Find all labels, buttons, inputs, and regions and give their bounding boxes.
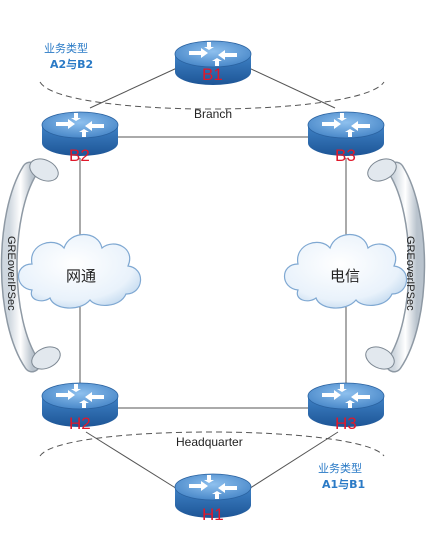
tunnel-right bbox=[365, 158, 426, 373]
router-label-h2: H2 bbox=[69, 414, 91, 433]
link-b1-b3 bbox=[235, 61, 336, 109]
router-h3: H3 bbox=[307, 382, 385, 433]
headquarter-site-boundary bbox=[39, 431, 385, 457]
cloud-label-left: 网通 bbox=[66, 267, 96, 285]
service-note-bottom-line2: A1与B1 bbox=[322, 478, 365, 491]
router-h2: H2 bbox=[41, 382, 119, 433]
tunnel-label-left: GREoverIPSec bbox=[5, 236, 17, 311]
service-note-top-line1: 业务类型 bbox=[44, 41, 88, 55]
router-label-h3: H3 bbox=[335, 414, 357, 433]
site-label-headquarter: Headquarter bbox=[176, 435, 243, 449]
cloud-icon bbox=[283, 234, 408, 309]
router-h1: H1 bbox=[174, 473, 252, 524]
router-b1: B1 bbox=[174, 40, 252, 86]
router-b2: B2 bbox=[41, 111, 119, 165]
router-label-b3: B3 bbox=[335, 146, 356, 165]
service-note-top-line2: A2与B2 bbox=[50, 58, 93, 71]
site-label-branch: Branch bbox=[194, 107, 232, 121]
tunnel-left bbox=[0, 158, 61, 373]
router-label-b1: B1 bbox=[202, 65, 223, 84]
router-b3: B3 bbox=[307, 111, 385, 165]
link-h2-h1 bbox=[85, 431, 183, 493]
router-label-h1: H1 bbox=[202, 505, 224, 524]
link-h3-h1 bbox=[243, 431, 339, 493]
cloud-icon bbox=[17, 234, 142, 309]
link-b1-b2 bbox=[89, 61, 191, 109]
branch-site-boundary bbox=[39, 81, 385, 110]
service-note-bottom-line1: 业务类型 bbox=[318, 461, 362, 475]
router-label-b2: B2 bbox=[69, 146, 90, 165]
cloud-label-right: 电信 bbox=[330, 267, 360, 285]
service-note-bottom: 业务类型 A1与B1 bbox=[318, 461, 365, 491]
service-note-top: 业务类型 A2与B2 bbox=[44, 41, 93, 71]
tunnel-label-right: GREoverIPSec bbox=[404, 236, 416, 311]
